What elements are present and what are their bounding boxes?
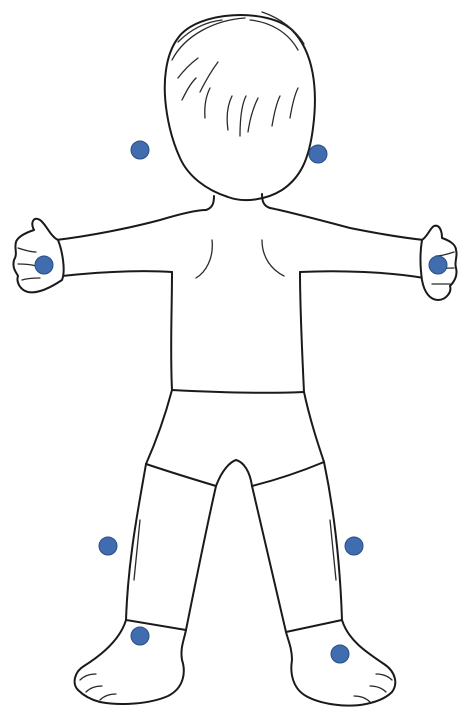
left-thigh-marker [99, 537, 117, 555]
left-ankle-marker [131, 627, 149, 645]
left-foot [75, 620, 186, 704]
right-thigh-marker [345, 537, 363, 555]
left-hand-marker [35, 256, 53, 274]
left-hand [13, 219, 63, 293]
right-ankle-marker [331, 645, 349, 663]
body-markers [35, 141, 447, 663]
right-ear-marker [309, 145, 327, 163]
shorts [146, 390, 324, 486]
legs [126, 462, 342, 632]
left-ear-marker [131, 141, 149, 159]
head [165, 12, 315, 200]
right-hand-marker [429, 256, 447, 274]
torso-and-arms [56, 208, 424, 392]
